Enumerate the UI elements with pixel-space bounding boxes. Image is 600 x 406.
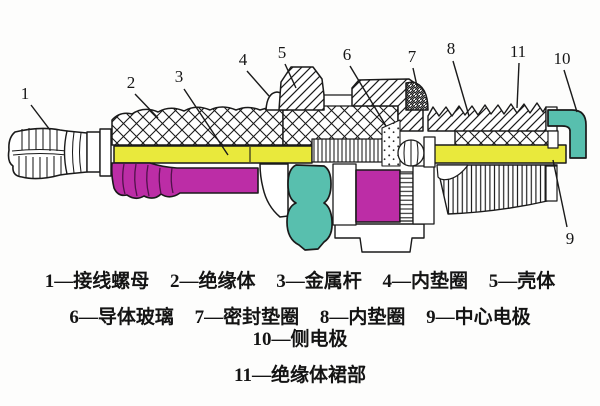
legend-item: 11—绝缘体裙部 bbox=[234, 364, 366, 386]
legend-item: 7—密封垫圈 bbox=[194, 306, 300, 328]
legend-row-1: 1—接线螺母 2—绝缘体 3—金属杆 4—内垫圈 5—壳体 bbox=[0, 271, 600, 293]
callout-number-1: 1 bbox=[21, 84, 30, 103]
legend-row-3: 11—绝缘体裙部 bbox=[0, 365, 600, 387]
shell-thread-bottom-wedge bbox=[436, 164, 469, 181]
leader-line-7 bbox=[412, 67, 418, 87]
leader-line-1 bbox=[30, 104, 51, 131]
leader-line-3 bbox=[183, 88, 229, 156]
spark-plug-diagram: 1 2 3 4 5 6 7 8 9 10 11 bbox=[7, 39, 587, 253]
sealing-gasket bbox=[405, 81, 429, 111]
legend-row-2: 6—导体玻璃 7—密封垫圈 8—内垫圈 9—中心电极 10—侧电极 bbox=[0, 307, 600, 351]
callout-number-4: 4 bbox=[239, 50, 248, 69]
shell-sleeve bbox=[412, 165, 435, 225]
callout-number-5: 5 bbox=[278, 43, 287, 62]
insulator-lower-rib bbox=[110, 162, 259, 200]
leader-line-9 bbox=[552, 159, 568, 228]
nut-flange bbox=[99, 128, 112, 177]
legend-item: 4—内垫圈 bbox=[382, 271, 469, 292]
leader-line-10 bbox=[563, 69, 578, 113]
terminal-nut bbox=[7, 127, 112, 180]
callout-number-3: 3 bbox=[175, 67, 184, 86]
nut-neck bbox=[86, 131, 101, 173]
crimp-rings bbox=[399, 171, 414, 222]
shell-end-cap-skirt bbox=[547, 130, 559, 149]
callout-number-2: 2 bbox=[127, 73, 136, 92]
shell-collar bbox=[332, 163, 357, 226]
shell-thread-end-block bbox=[545, 165, 558, 202]
rod-thread bbox=[311, 138, 383, 163]
shell-hex-front bbox=[278, 66, 325, 111]
callout-leader-lines bbox=[30, 60, 578, 228]
insulator-rib-lines bbox=[122, 163, 174, 197]
legend-item: 2—绝缘体 bbox=[169, 271, 256, 292]
callout-number-6: 6 bbox=[343, 45, 352, 64]
legend-item: 8—内垫圈 bbox=[319, 306, 406, 328]
legend-item: 10—侧电极 bbox=[252, 328, 348, 350]
rod-end-cylinder bbox=[423, 136, 436, 168]
outer-gasket bbox=[286, 164, 333, 251]
legend: 1—接线螺母 2—绝缘体 3—金属杆 4—内垫圈 5—壳体 6—导体玻璃 7—密… bbox=[0, 271, 600, 400]
conductor-glass bbox=[381, 119, 401, 167]
shell-step-left bbox=[259, 163, 289, 218]
callout-number-9: 9 bbox=[566, 229, 575, 248]
callout-number-11: 11 bbox=[510, 42, 526, 61]
insulator-hidden-section bbox=[355, 169, 401, 223]
legend-item: 5—壳体 bbox=[488, 271, 556, 292]
leader-line-11 bbox=[516, 62, 520, 109]
metal-rod bbox=[113, 145, 313, 164]
nut-collar bbox=[63, 130, 88, 175]
legend-item: 1—接线螺母 bbox=[44, 271, 150, 292]
legend-item: 3—金属杆 bbox=[276, 271, 362, 292]
glass-seal-knob bbox=[397, 139, 425, 167]
legend-item: 6—导体玻璃 bbox=[69, 306, 174, 328]
leader-line-5 bbox=[284, 63, 297, 89]
callout-number-8: 8 bbox=[447, 39, 456, 58]
legend-item: 9—中心电极 bbox=[426, 306, 531, 328]
leader-line-2 bbox=[134, 93, 159, 119]
callout-number-10: 10 bbox=[554, 49, 571, 68]
center-electrode-bar bbox=[433, 144, 567, 164]
insulator-upper-body bbox=[111, 105, 284, 146]
callout-numbers: 1 2 3 4 5 6 7 8 9 10 11 bbox=[21, 39, 575, 248]
leader-line-4 bbox=[246, 70, 270, 97]
shell-thread-top bbox=[427, 102, 547, 132]
shell-hex-bottom-step bbox=[334, 223, 425, 253]
side-electrode bbox=[547, 109, 587, 159]
callout-number-7: 7 bbox=[408, 47, 417, 66]
leader-line-8 bbox=[452, 60, 470, 117]
leader-line-6 bbox=[349, 65, 387, 127]
